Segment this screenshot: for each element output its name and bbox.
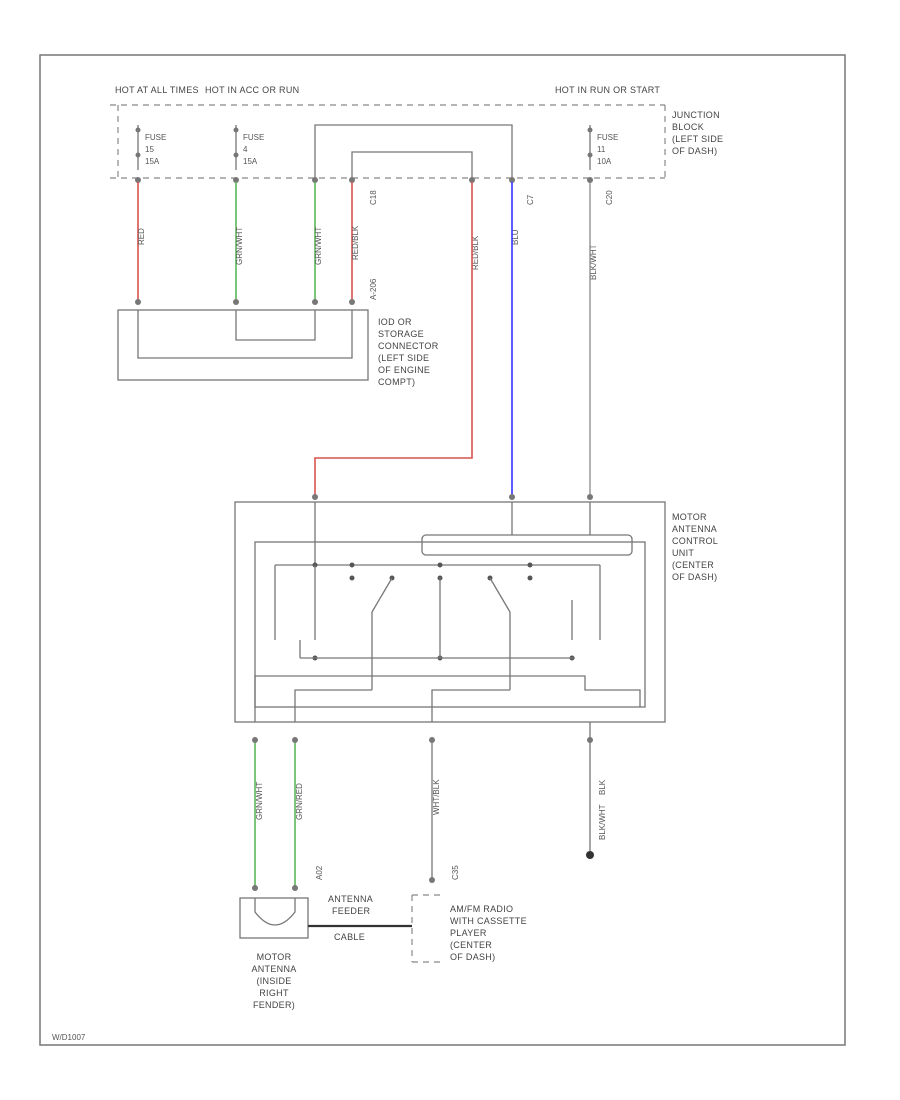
fuse-15-label: FUSE xyxy=(145,133,166,142)
motor-antenna-control-unit: MOTOR ANTENNA CONTROL UNIT (CENTER OF DA… xyxy=(234,501,718,723)
wire-red-to-control xyxy=(314,182,473,495)
radio-label-2: WITH CASSETTE xyxy=(450,916,527,926)
fuse-4-number: 4 xyxy=(243,145,248,154)
fuse-11-number: 11 xyxy=(597,145,606,154)
jb-connector-pins xyxy=(135,177,593,183)
motor-antenna-label-5: FENDER) xyxy=(253,1000,295,1010)
feeder-label-1: ANTENNA xyxy=(328,894,373,904)
power-source-run: HOT IN RUN OR START xyxy=(555,85,660,95)
jb-jumper-inner xyxy=(351,151,473,178)
junction-block-label-3: (LEFT SIDE xyxy=(672,134,723,144)
junction-block-label-1: JUNCTION xyxy=(672,110,720,120)
wire-label-grn-wht-2: GRN/WHT xyxy=(314,227,323,265)
fuse-15-rating: 15A xyxy=(145,157,160,166)
diagram-id: W/D1007 xyxy=(52,1033,86,1042)
connector-a206: A-206 xyxy=(369,278,378,300)
connector-c35: C35 xyxy=(451,865,460,880)
fuse-11-label: FUSE xyxy=(597,133,618,142)
iod-connector-pins xyxy=(135,299,355,305)
control-unit-input-pins xyxy=(312,494,593,500)
wire-label-grn-wht-1: GRN/WHT xyxy=(235,227,244,265)
iod-label-4: (LEFT SIDE xyxy=(378,353,429,363)
fuse-11: FUSE 11 10A xyxy=(587,125,618,170)
wire-label-grn-wht-3: GRN/WHT xyxy=(255,782,264,820)
fuse-4: FUSE 4 15A xyxy=(233,125,264,170)
connector-c7: C7 xyxy=(526,194,535,205)
control-unit-label-1: MOTOR xyxy=(672,512,707,522)
am-fm-radio: AM/FM RADIO WITH CASSETTE PLAYER (CENTER… xyxy=(411,894,527,963)
radio-label-1: AM/FM RADIO xyxy=(450,904,513,914)
motor-antenna-label-3: (INSIDE xyxy=(256,976,291,986)
wire-label-red-blk-2: RED/BLK xyxy=(471,235,480,270)
ground-icon xyxy=(586,851,594,859)
radio-label-5: OF DASH) xyxy=(450,952,495,962)
fuse-4-label: FUSE xyxy=(243,133,264,142)
motor-antenna: MOTOR ANTENNA (INSIDE RIGHT FENDER) xyxy=(239,897,309,1010)
feeder-label-3: CABLE xyxy=(334,932,365,942)
wire-label-wht-blk: WHT/BLK xyxy=(432,779,441,815)
control-unit-label-2: ANTENNA xyxy=(672,524,717,534)
wire-label-red-blk-1: RED/BLK xyxy=(351,225,360,260)
connector-c18: C18 xyxy=(369,190,378,205)
wire-label-red: RED xyxy=(137,228,146,245)
radio-label-3: PLAYER xyxy=(450,928,487,938)
connector-c20: C20 xyxy=(605,190,614,205)
wire-label-grn-red: GRN/RED xyxy=(295,783,304,820)
fuse-4-rating: 15A xyxy=(243,157,258,166)
junction-block-label-4: OF DASH) xyxy=(672,146,717,156)
control-unit-label-5: (CENTER xyxy=(672,560,714,570)
fuse-15: FUSE 15 15A xyxy=(135,125,166,170)
motor-antenna-label-1: MOTOR xyxy=(257,952,292,962)
fuse-15-number: 15 xyxy=(145,145,154,154)
feeder-label-2: FEEDER xyxy=(332,906,371,916)
power-source-always: HOT AT ALL TIMES xyxy=(115,85,199,95)
iod-label-3: CONNECTOR xyxy=(378,341,439,351)
ground-wire-label: BLK xyxy=(598,779,607,795)
motor-antenna-label-2: ANTENNA xyxy=(251,964,296,974)
jb-jumper-outer xyxy=(314,124,513,178)
fuse-11-rating: 10A xyxy=(597,157,612,166)
iod-storage-connector: IOD OR STORAGE CONNECTOR (LEFT SIDE OF E… xyxy=(117,309,439,387)
ground-wire-label-2: BLK/WHT xyxy=(598,804,607,840)
iod-label-1: IOD OR xyxy=(378,317,412,327)
antenna-feeder-cable: ANTENNA FEEDER CABLE xyxy=(308,894,412,942)
junction-block: JUNCTION BLOCK (LEFT SIDE OF DASH) xyxy=(110,104,723,179)
junction-block-label-2: BLOCK xyxy=(672,122,704,132)
iod-label-6: COMPT) xyxy=(378,377,415,387)
control-unit-label-3: CONTROL xyxy=(672,536,718,546)
wire-label-blu: BLU xyxy=(511,229,520,245)
iod-label-5: OF ENGINE xyxy=(378,365,430,375)
diagram-frame xyxy=(39,54,846,1046)
control-unit-output-pins xyxy=(252,737,593,743)
motor-antenna-label-4: RIGHT xyxy=(259,988,289,998)
control-unit-label-4: UNIT xyxy=(672,548,694,558)
control-unit-label-6: OF DASH) xyxy=(672,572,717,582)
radio-label-4: (CENTER xyxy=(450,940,492,950)
iod-label-2: STORAGE xyxy=(378,329,424,339)
connector-a02: A02 xyxy=(315,865,324,880)
power-source-acc: HOT IN ACC OR RUN xyxy=(205,85,299,95)
wire-label-blk-wht: BLK/WHT xyxy=(589,244,598,280)
